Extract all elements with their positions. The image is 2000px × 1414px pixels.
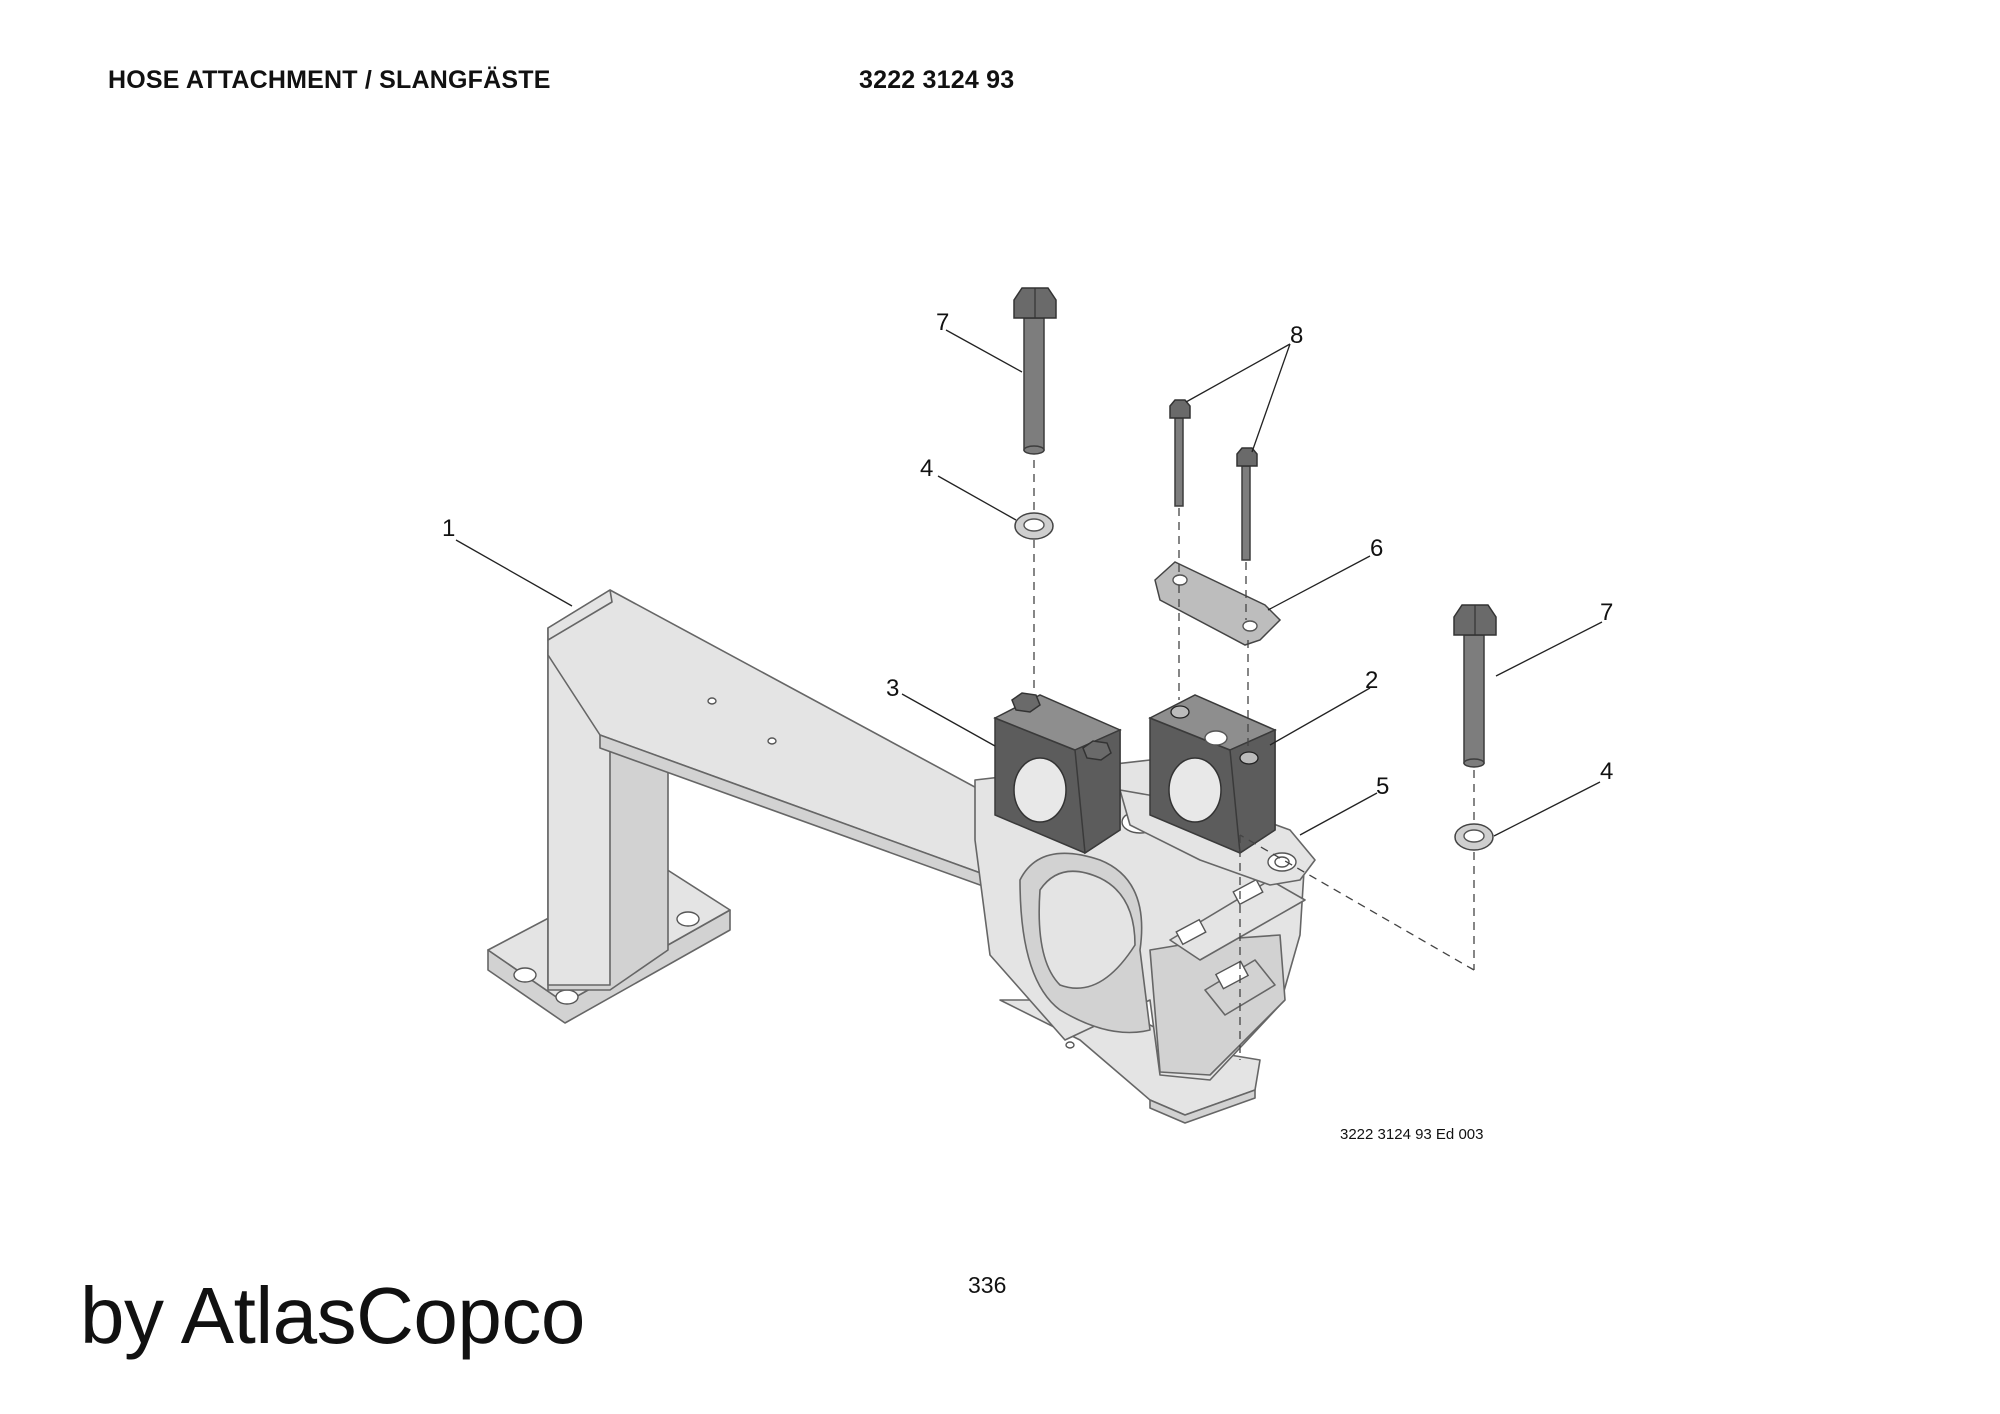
page-number: 336 <box>968 1272 1007 1298</box>
callout-4-left: 4 <box>920 455 933 482</box>
callout-leaders <box>455 329 1603 837</box>
washer-4-left <box>1014 512 1054 540</box>
callout-1: 1 <box>442 515 455 542</box>
callout-5: 5 <box>1376 773 1389 800</box>
bolt-7-left <box>1013 287 1057 455</box>
frame-beam <box>547 589 1111 913</box>
callout-8: 8 <box>1290 322 1303 349</box>
callout-2: 2 <box>1365 667 1378 694</box>
callout-7-right: 7 <box>1600 599 1613 626</box>
clamp-block-2 <box>1148 694 1277 855</box>
clamp-block-3 <box>993 692 1122 855</box>
part-number: 3222 3124 93 <box>859 66 1015 94</box>
page-title: HOSE ATTACHMENT / SLANGFÄSTE <box>108 66 551 94</box>
assembly-center-lines <box>1033 460 1475 1060</box>
screw-8-left <box>1169 399 1191 507</box>
bolt-7-right <box>1453 604 1497 768</box>
cover-plate-6 <box>1154 561 1282 646</box>
callout-3: 3 <box>886 675 899 702</box>
callout-7-left: 7 <box>936 309 949 336</box>
washer-4-right <box>1454 823 1494 851</box>
drawing-reference: 3222 3124 93 Ed 003 <box>1340 1126 1484 1143</box>
watermark-text: by AtlasCopco <box>80 1271 585 1360</box>
screw-8-right <box>1236 447 1258 561</box>
callout-6: 6 <box>1370 535 1383 562</box>
callout-4-right: 4 <box>1600 758 1613 785</box>
